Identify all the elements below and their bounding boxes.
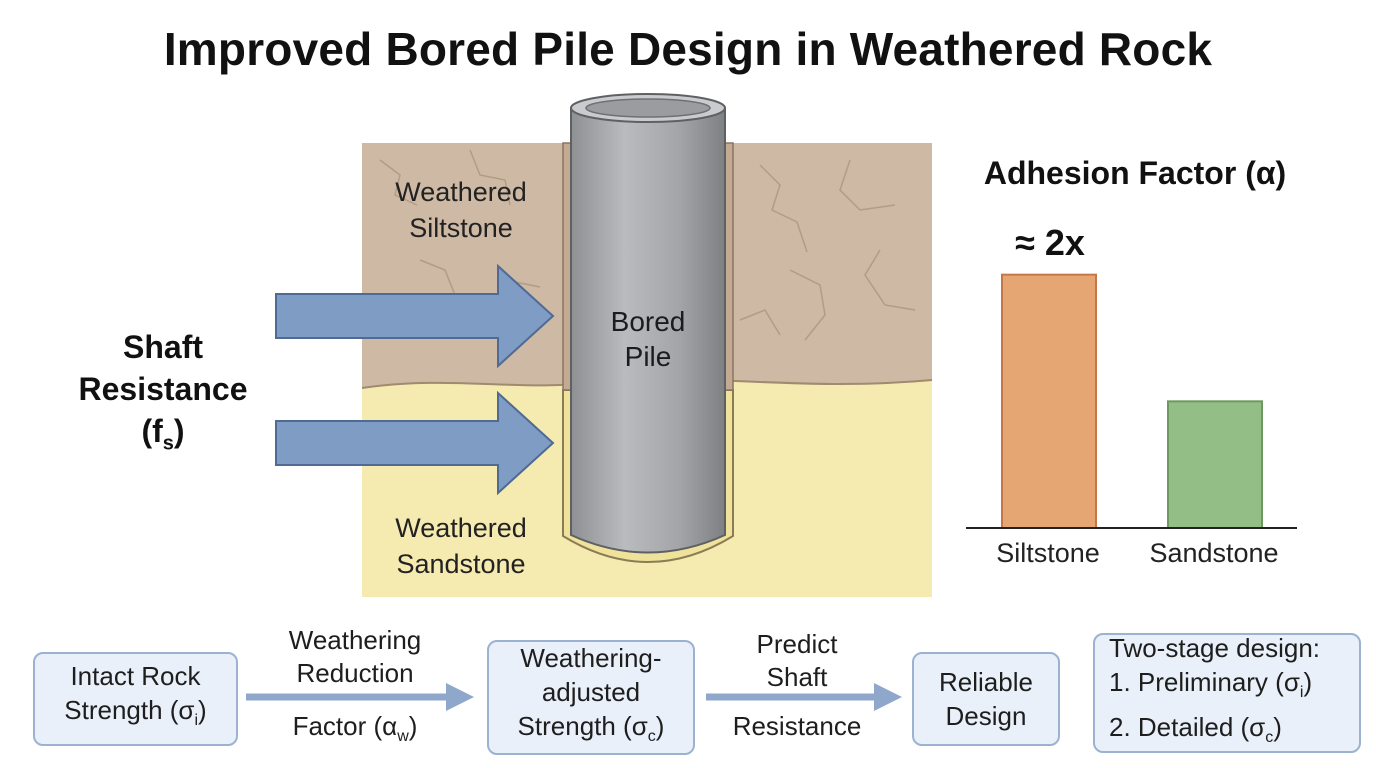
weathering-reduction-top-label: Weathering Reduction <box>288 625 422 688</box>
two-stage-design-box: Two-stage design: 1. Preliminary (σi) 2.… <box>1093 633 1361 753</box>
flow-arrow-2 <box>706 683 902 711</box>
pile-label: Bored Pile <box>610 306 686 372</box>
shaft-label-symbol: (fs) <box>141 413 185 455</box>
bored-pile <box>570 107 726 554</box>
shaft-resistance-label: Shaft Resistance (fs) <box>56 326 270 464</box>
shaft-label-line2: Resistance <box>78 371 248 407</box>
sandstone-layer-label: Weathered Sandstone <box>395 513 527 579</box>
weathering-factor-label: Factor (αw) <box>292 711 418 746</box>
reliable-design-box: Reliable Design <box>912 652 1060 746</box>
category-label-siltstone: Siltstone <box>996 538 1100 568</box>
weathering-adjusted-strength-box: Weathering- adjusted Strength (σc) <box>487 640 695 755</box>
pile-hollow <box>585 98 711 118</box>
page-title: Improved Bored Pile Design in Weathered … <box>163 23 1213 75</box>
flow-arrow-1 <box>246 683 474 711</box>
chart-title: Adhesion Factor (α) <box>983 155 1287 191</box>
bar-annotation: ≈ 2x <box>1015 222 1085 263</box>
intact-rock-strength-box: Intact Rock Strength (σi) <box>33 652 238 746</box>
bar-chart <box>1001 273 1263 530</box>
siltstone-layer-label: Weathered Siltstone <box>395 177 527 243</box>
rock-cracks <box>379 149 916 341</box>
shaft-label-line1: Shaft <box>123 329 203 365</box>
bar-siltstone <box>1001 273 1097 529</box>
bar-sandstone <box>1167 400 1263 530</box>
resistance-label: Resistance <box>732 711 862 741</box>
shaft-arrow-lower <box>275 390 555 496</box>
shaft-arrow-upper <box>275 263 555 369</box>
category-label-sandstone: Sandstone <box>1149 538 1279 568</box>
predict-shaft-label: Predict Shaft <box>756 629 838 692</box>
